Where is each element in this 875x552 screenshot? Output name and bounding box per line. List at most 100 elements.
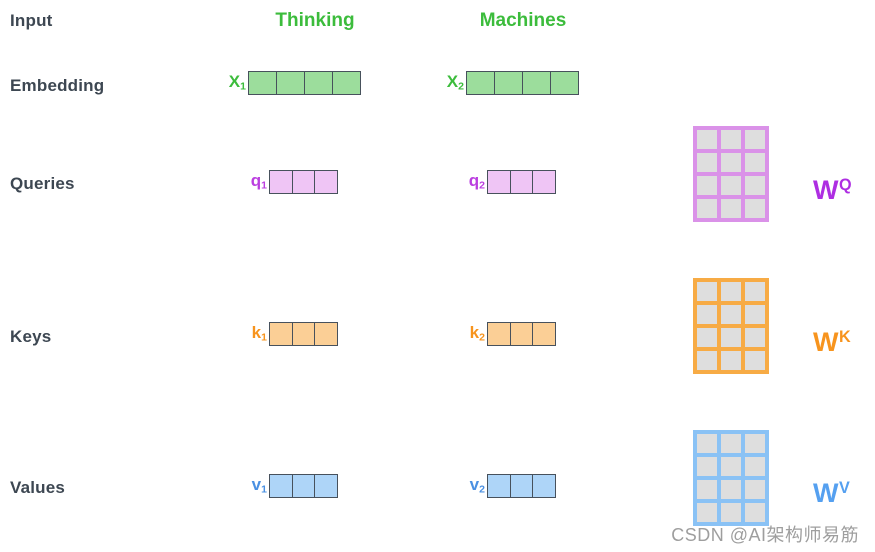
vector-cell xyxy=(314,171,337,193)
row-label-input: Input xyxy=(10,11,53,30)
vector-cell xyxy=(488,475,510,497)
matrix-cell xyxy=(697,434,717,453)
vector-label-x2: X2 xyxy=(446,72,464,94)
matrix-cell xyxy=(721,328,741,347)
vector-label-k2: k2 xyxy=(469,323,485,345)
vector-cell xyxy=(276,72,304,94)
matrix-cell xyxy=(745,199,765,218)
weight-matrix-wv xyxy=(693,430,769,526)
matrix-cell xyxy=(697,457,717,476)
matrix-cell xyxy=(697,351,717,370)
vector-cell xyxy=(249,72,276,94)
column-header-thinking: Thinking xyxy=(275,10,355,31)
embedding-x2-group: X2 xyxy=(438,71,579,95)
matrix-label-wq: WQ xyxy=(813,174,853,205)
matrix-cell xyxy=(745,434,765,453)
matrix-cell xyxy=(745,328,765,347)
vector-label-x1: X1 xyxy=(228,72,246,94)
vector-label-v2: v2 xyxy=(469,475,485,497)
matrix-cell xyxy=(721,130,741,149)
matrix-cell xyxy=(745,130,765,149)
matrix-cell xyxy=(697,153,717,172)
matrix-cell xyxy=(745,176,765,195)
vector-cell xyxy=(509,323,532,345)
value-vector-v2 xyxy=(487,474,556,498)
value-v1-group: v1 xyxy=(241,474,338,498)
matrix-cell xyxy=(721,503,741,522)
vector-cell xyxy=(509,475,532,497)
key-k1-group: k1 xyxy=(241,322,338,346)
vector-cell xyxy=(509,171,532,193)
matrix-cell xyxy=(745,457,765,476)
query-vector-q2 xyxy=(487,170,556,194)
column-header-machines: Machines xyxy=(479,10,567,31)
matrix-cell xyxy=(697,199,717,218)
matrix-cell xyxy=(721,176,741,195)
vector-cell xyxy=(291,171,314,193)
matrix-cell xyxy=(697,305,717,324)
matrix-label-wk: WK xyxy=(813,326,852,357)
matrix-cell xyxy=(721,480,741,499)
vector-label-q1: q1 xyxy=(250,171,267,193)
matrix-cell xyxy=(697,503,717,522)
vector-cell xyxy=(488,171,510,193)
row-label-embedding: Embedding xyxy=(10,76,105,95)
vector-label-q2: q2 xyxy=(468,171,485,193)
row-label-values: Values xyxy=(10,478,66,497)
vector-cell xyxy=(532,475,555,497)
vector-cell xyxy=(550,72,578,94)
matrix-cell xyxy=(697,130,717,149)
weight-matrix-wk xyxy=(693,278,769,374)
vector-label-k1: k1 xyxy=(251,323,267,345)
vector-cell xyxy=(270,323,292,345)
value-v2-group: v2 xyxy=(459,474,556,498)
row-label-keys: Keys xyxy=(10,327,52,346)
vector-cell xyxy=(532,323,555,345)
vector-label-v1: v1 xyxy=(251,475,267,497)
vector-cell xyxy=(304,72,332,94)
matrix-cell xyxy=(721,153,741,172)
vector-cell xyxy=(314,475,337,497)
matrix-cell xyxy=(745,282,765,301)
matrix-cell xyxy=(697,328,717,347)
matrix-cell xyxy=(745,153,765,172)
vector-cell xyxy=(522,72,550,94)
query-q1-group: q1 xyxy=(241,170,338,194)
vector-cell xyxy=(291,323,314,345)
matrix-cell xyxy=(721,457,741,476)
matrix-cell xyxy=(745,351,765,370)
matrix-label-wv: WV xyxy=(813,477,851,508)
vector-cell xyxy=(270,171,292,193)
matrix-cell xyxy=(697,480,717,499)
key-k2-group: k2 xyxy=(459,322,556,346)
value-vector-v1 xyxy=(269,474,338,498)
matrix-cell xyxy=(721,434,741,453)
matrix-cell xyxy=(745,305,765,324)
matrix-cell xyxy=(721,199,741,218)
vector-cell xyxy=(332,72,360,94)
embedding-x1-group: X1 xyxy=(220,71,361,95)
vector-cell xyxy=(314,323,337,345)
matrix-cell xyxy=(697,176,717,195)
matrix-cell xyxy=(745,480,765,499)
query-q2-group: q2 xyxy=(459,170,556,194)
query-vector-q1 xyxy=(269,170,338,194)
key-vector-k2 xyxy=(487,322,556,346)
vector-cell xyxy=(467,72,494,94)
matrix-cell xyxy=(721,351,741,370)
vector-cell xyxy=(532,171,555,193)
matrix-cell xyxy=(745,503,765,522)
matrix-cell xyxy=(721,282,741,301)
embedding-vector-x2 xyxy=(466,71,579,95)
weight-matrix-wq xyxy=(693,126,769,222)
matrix-cell xyxy=(721,305,741,324)
key-vector-k1 xyxy=(269,322,338,346)
vector-cell xyxy=(488,323,510,345)
row-label-queries: Queries xyxy=(10,174,75,193)
vector-cell xyxy=(494,72,522,94)
embedding-vector-x1 xyxy=(248,71,361,95)
vector-cell xyxy=(291,475,314,497)
matrix-cell xyxy=(697,282,717,301)
watermark: CSDN @AI架构师易筋 xyxy=(671,525,859,545)
